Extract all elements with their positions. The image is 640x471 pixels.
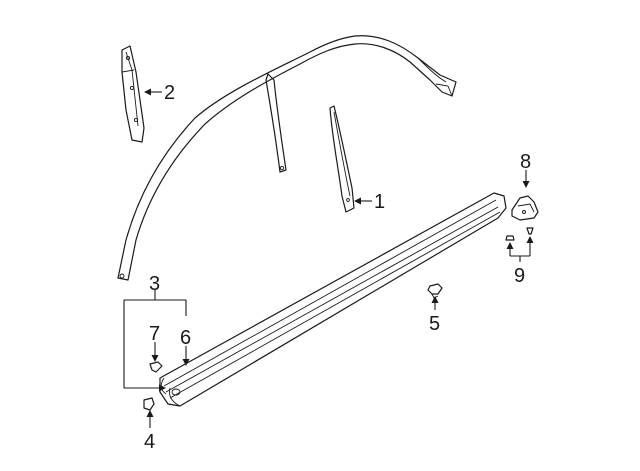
clip-part-7	[149, 361, 163, 373]
leader-lines	[123, 88, 534, 428]
callout-6: 6	[180, 327, 191, 349]
applique-part-1	[329, 105, 355, 213]
callout-2: 2	[164, 82, 175, 104]
callout-3: 3	[149, 273, 160, 295]
clip-part-5	[427, 283, 443, 299]
pillar-trim-part-2	[121, 45, 145, 143]
door-frame-molding	[117, 35, 457, 281]
callout-5: 5	[429, 313, 440, 335]
callout-9: 9	[514, 265, 525, 287]
callout-4: 4	[144, 431, 155, 453]
clip-part-4	[143, 397, 155, 411]
callout-1: 1	[374, 191, 385, 213]
callout-8: 8	[520, 151, 531, 173]
rocker-molding	[159, 192, 507, 407]
callout-labels: 1 2 3 4 5 6 7 8 9	[144, 82, 531, 453]
clip-part-9	[505, 227, 534, 241]
callout-7: 7	[149, 323, 160, 345]
end-cap-part-8	[511, 195, 539, 221]
